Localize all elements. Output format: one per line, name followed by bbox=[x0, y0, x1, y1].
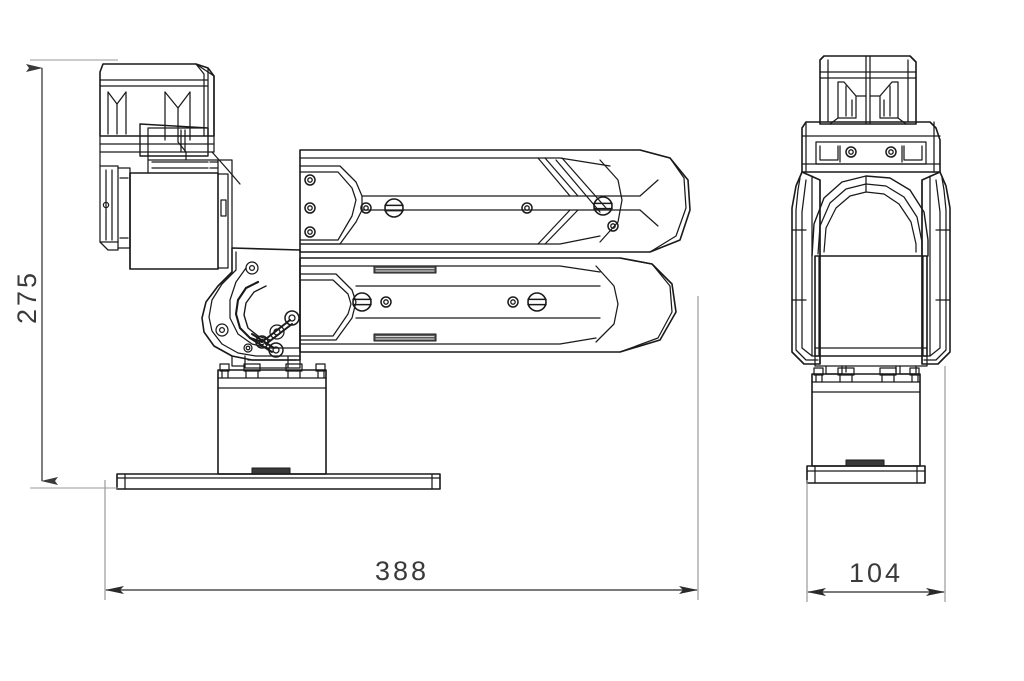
side-shell-right bbox=[921, 171, 951, 365]
dimension-height-275: 275 bbox=[12, 64, 58, 485]
wrist-tool-flange bbox=[99, 63, 215, 153]
upper-arm-link bbox=[299, 149, 691, 253]
side-shell-left bbox=[791, 171, 821, 365]
wrist-yoke bbox=[819, 55, 917, 125]
dimension-length-388: 388 bbox=[105, 556, 698, 594]
base-plate bbox=[806, 465, 926, 484]
dimension-value-width: 104 bbox=[849, 558, 903, 588]
shoulder-joint-housing bbox=[201, 247, 301, 369]
side-view bbox=[99, 63, 691, 490]
center-block bbox=[814, 255, 928, 375]
dimension-value-length: 388 bbox=[375, 556, 429, 586]
dimension-width-104: 104 bbox=[807, 558, 945, 596]
dimension-value-height: 275 bbox=[12, 270, 42, 324]
front-view bbox=[791, 55, 951, 484]
base-column bbox=[811, 367, 921, 467]
arm-body bbox=[801, 121, 941, 173]
base-plate bbox=[116, 473, 441, 490]
forearm-link bbox=[299, 257, 677, 353]
wrist-housing bbox=[99, 123, 241, 270]
dimension-annotations: 275 388 104 bbox=[12, 59, 946, 602]
base-column bbox=[217, 363, 327, 475]
inner-arch bbox=[811, 175, 929, 257]
